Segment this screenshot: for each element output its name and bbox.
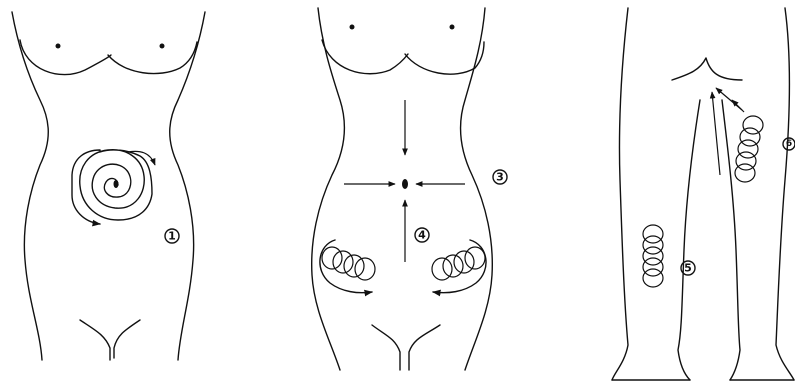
torso2-outline-right <box>461 8 493 370</box>
circle-chain-right <box>432 240 486 293</box>
navel2 <box>402 179 408 189</box>
leg-left-inner <box>678 100 700 380</box>
marker-6: 6 <box>783 138 795 150</box>
torso-outline-left <box>12 12 48 360</box>
nipple2-left <box>350 25 355 30</box>
svg-text:4: 4 <box>418 229 426 242</box>
thigh-arrow-diagonal-2 <box>716 88 742 110</box>
leg-right-inner <box>722 100 740 380</box>
nipple2-right <box>450 25 455 30</box>
svg-text:5: 5 <box>684 262 692 275</box>
nipple-left <box>56 44 61 49</box>
marker-1: 1 <box>165 229 179 243</box>
marker-4: 4 <box>415 228 429 242</box>
leg-left-outer <box>612 8 628 380</box>
svg-text:1: 1 <box>168 230 176 243</box>
nipple-right <box>160 44 165 49</box>
breast2-curve-right <box>405 42 484 74</box>
groin2-line <box>372 325 440 370</box>
panel-legs-back: 5 6 <box>612 8 795 380</box>
svg-text:3: 3 <box>496 171 504 184</box>
circle-chain-left <box>320 240 375 293</box>
gluteal-fold <box>672 58 742 80</box>
torso-outline-right <box>170 12 205 360</box>
marker-3: 3 <box>493 170 507 184</box>
thigh-arrow-up <box>712 92 720 175</box>
leg-right-outer <box>776 8 794 380</box>
circle-chain-thigh <box>735 116 763 182</box>
breast-curve-right <box>108 42 197 74</box>
navel <box>114 180 119 188</box>
svg-text:6: 6 <box>786 139 792 149</box>
clockwise-spiral <box>72 150 152 224</box>
breast-curve-left <box>20 40 111 75</box>
panel-torso-arrows: 3 4 <box>312 8 507 370</box>
groin-line <box>80 320 140 360</box>
circle-chain-calf <box>643 225 663 287</box>
breast2-curve-left <box>322 40 408 74</box>
panel-torso-spiral: 1 <box>12 12 205 360</box>
torso2-outline-left <box>312 8 345 370</box>
